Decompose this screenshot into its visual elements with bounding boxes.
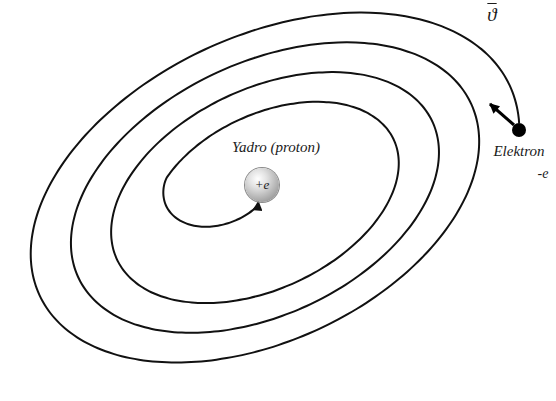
velocity-arrow	[490, 104, 514, 125]
charge-label: -e	[538, 166, 549, 181]
electron-label: Elektron	[493, 143, 544, 160]
orbit-spiral	[31, 13, 519, 363]
velocity-symbol: ϑ	[487, 5, 496, 26]
charge-label: +e	[255, 178, 270, 192]
nucleus-sphere: Yadro (proton)+e	[245, 168, 279, 202]
nucleus-label: Yadro (proton)	[232, 139, 320, 156]
electron-dot: Elektron-e	[512, 123, 526, 137]
